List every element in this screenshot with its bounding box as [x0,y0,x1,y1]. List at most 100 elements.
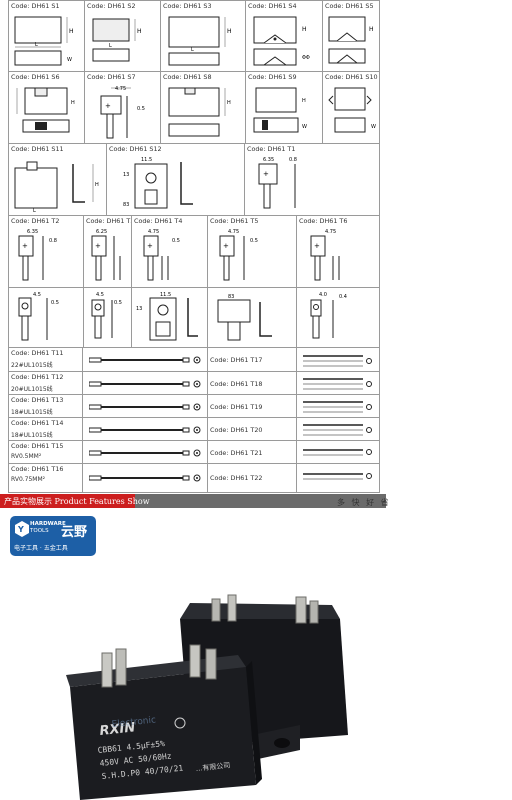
wire-drawing-cell [297,464,381,493]
logo-text-en-1: HARDWARE [30,521,66,527]
svg-text:H: H [95,182,99,188]
wire-drawing-cell [297,418,381,440]
wire-code-cell: Code: DH61 T22 [208,464,297,493]
wire-spec-note: RV0.75MM² [11,476,46,483]
wire-diagram [89,356,201,364]
spec-code: Code: DH61 T20 [210,426,263,434]
wire-drawing-cell [83,441,208,463]
svg-text:H: H [302,26,307,33]
spec-code: Code: DH61 T1 [247,145,296,153]
wire-spec-note: 20#UL1015线 [11,386,53,393]
wire-code-cell: Code: DH61 T20 [208,418,297,440]
spec-code: Code: DH61 T2 [11,217,60,225]
wire-code-cell: Code: DH61 T21 [208,441,297,463]
wire-drawing-cell [83,395,208,417]
logo-tagline: 电子工具 · 五金工具 [14,545,68,552]
svg-text:+: + [95,242,101,250]
svg-text:11.5: 11.5 [160,292,171,298]
spec-code: Code: DH61 S10 [325,73,378,81]
banner-title: 产品实物展示 Product Features Show [4,497,150,506]
wire-drawing-cell [297,348,381,371]
svg-text:+: + [105,102,111,110]
spec-code: Code: DH61 T13 [11,396,64,404]
svg-text:0.8: 0.8 [49,238,57,244]
spec-code: Code: DH61 T21 [210,449,263,457]
wire-diagram [303,355,372,367]
wire-code-cell: Code: DH61 T17 [208,348,297,371]
svg-text:H: H [227,100,231,106]
svg-text:W: W [302,124,307,130]
spec-code: Code: DH61 T11 [11,349,64,357]
spec-code: Code: DH61 T3 [86,217,132,225]
wire-code-cell: Code: DH61 T12 20#UL1015线 [9,372,83,394]
wire-diagram [89,426,201,434]
brand-logo: Y HARDWARE TOOLS 云野 电子工具 · 五金工具 [10,516,96,556]
svg-text:0.4: 0.4 [339,294,347,300]
svg-text:0.5: 0.5 [250,238,258,244]
spec-code: Code: DH61 T12 [11,373,64,381]
svg-text:H: H [227,28,232,35]
svg-text:+: + [147,242,153,250]
wire-drawing-cell [297,372,381,394]
spec-code: Code: DH61 T4 [134,217,183,225]
spec-code: Code: DH61 T6 [299,217,348,225]
terminal-diagram-r5d: 83 [214,290,292,346]
photo-watermark: Electronic [111,715,156,730]
svg-text:H: H [137,28,142,35]
terminal-diagram-t3: 6.25+ [86,226,130,284]
svg-text:0.5: 0.5 [172,238,180,244]
svg-text:H: H [302,98,306,104]
spec-code: Code: DH61 S1 [11,2,60,10]
svg-text:L: L [35,42,38,48]
spec-code: Code: DH61 T19 [210,403,263,411]
svg-text:4.5: 4.5 [96,292,104,298]
svg-text:+: + [22,242,28,250]
spec-code: Code: DH61 S2 [87,2,136,10]
spec-cell-s5: Code: DH61 S5 H [323,1,381,71]
wire-diagram [303,449,372,456]
wire-code-cell: Code: DH61 T18 [208,372,297,394]
capacitor-photo: RXIN CBB61 4.5μF±5% 450V AC 50/60Hz S.H.… [66,594,348,800]
spec-code: Code: DH61 S6 [11,73,60,81]
banner-title-block: 产品实物展示 Product Features Show [0,494,150,508]
wire-diagram [303,424,372,436]
svg-text:0.5: 0.5 [137,106,145,112]
spec-cell-t6: Code: DH61 T6 4.75+ [297,216,381,287]
capacitor-diagram-s6: H [13,84,81,142]
front-capacitor-body [70,667,256,800]
svg-text:L: L [33,208,36,212]
svg-text:0.8: 0.8 [289,157,297,163]
spec-code: Code: DH61 T5 [210,217,259,225]
svg-text:+: + [314,242,320,250]
wire-drawing-cell [297,395,381,417]
section-banner: 产品实物展示 Product Features Show [0,494,386,508]
wire-spec-note: 18#UL1015线 [11,409,53,416]
wire-spec-note: RV0.5MM² [11,453,42,460]
svg-text:4.75: 4.75 [115,86,126,92]
wire-drawing-cell [297,441,381,463]
